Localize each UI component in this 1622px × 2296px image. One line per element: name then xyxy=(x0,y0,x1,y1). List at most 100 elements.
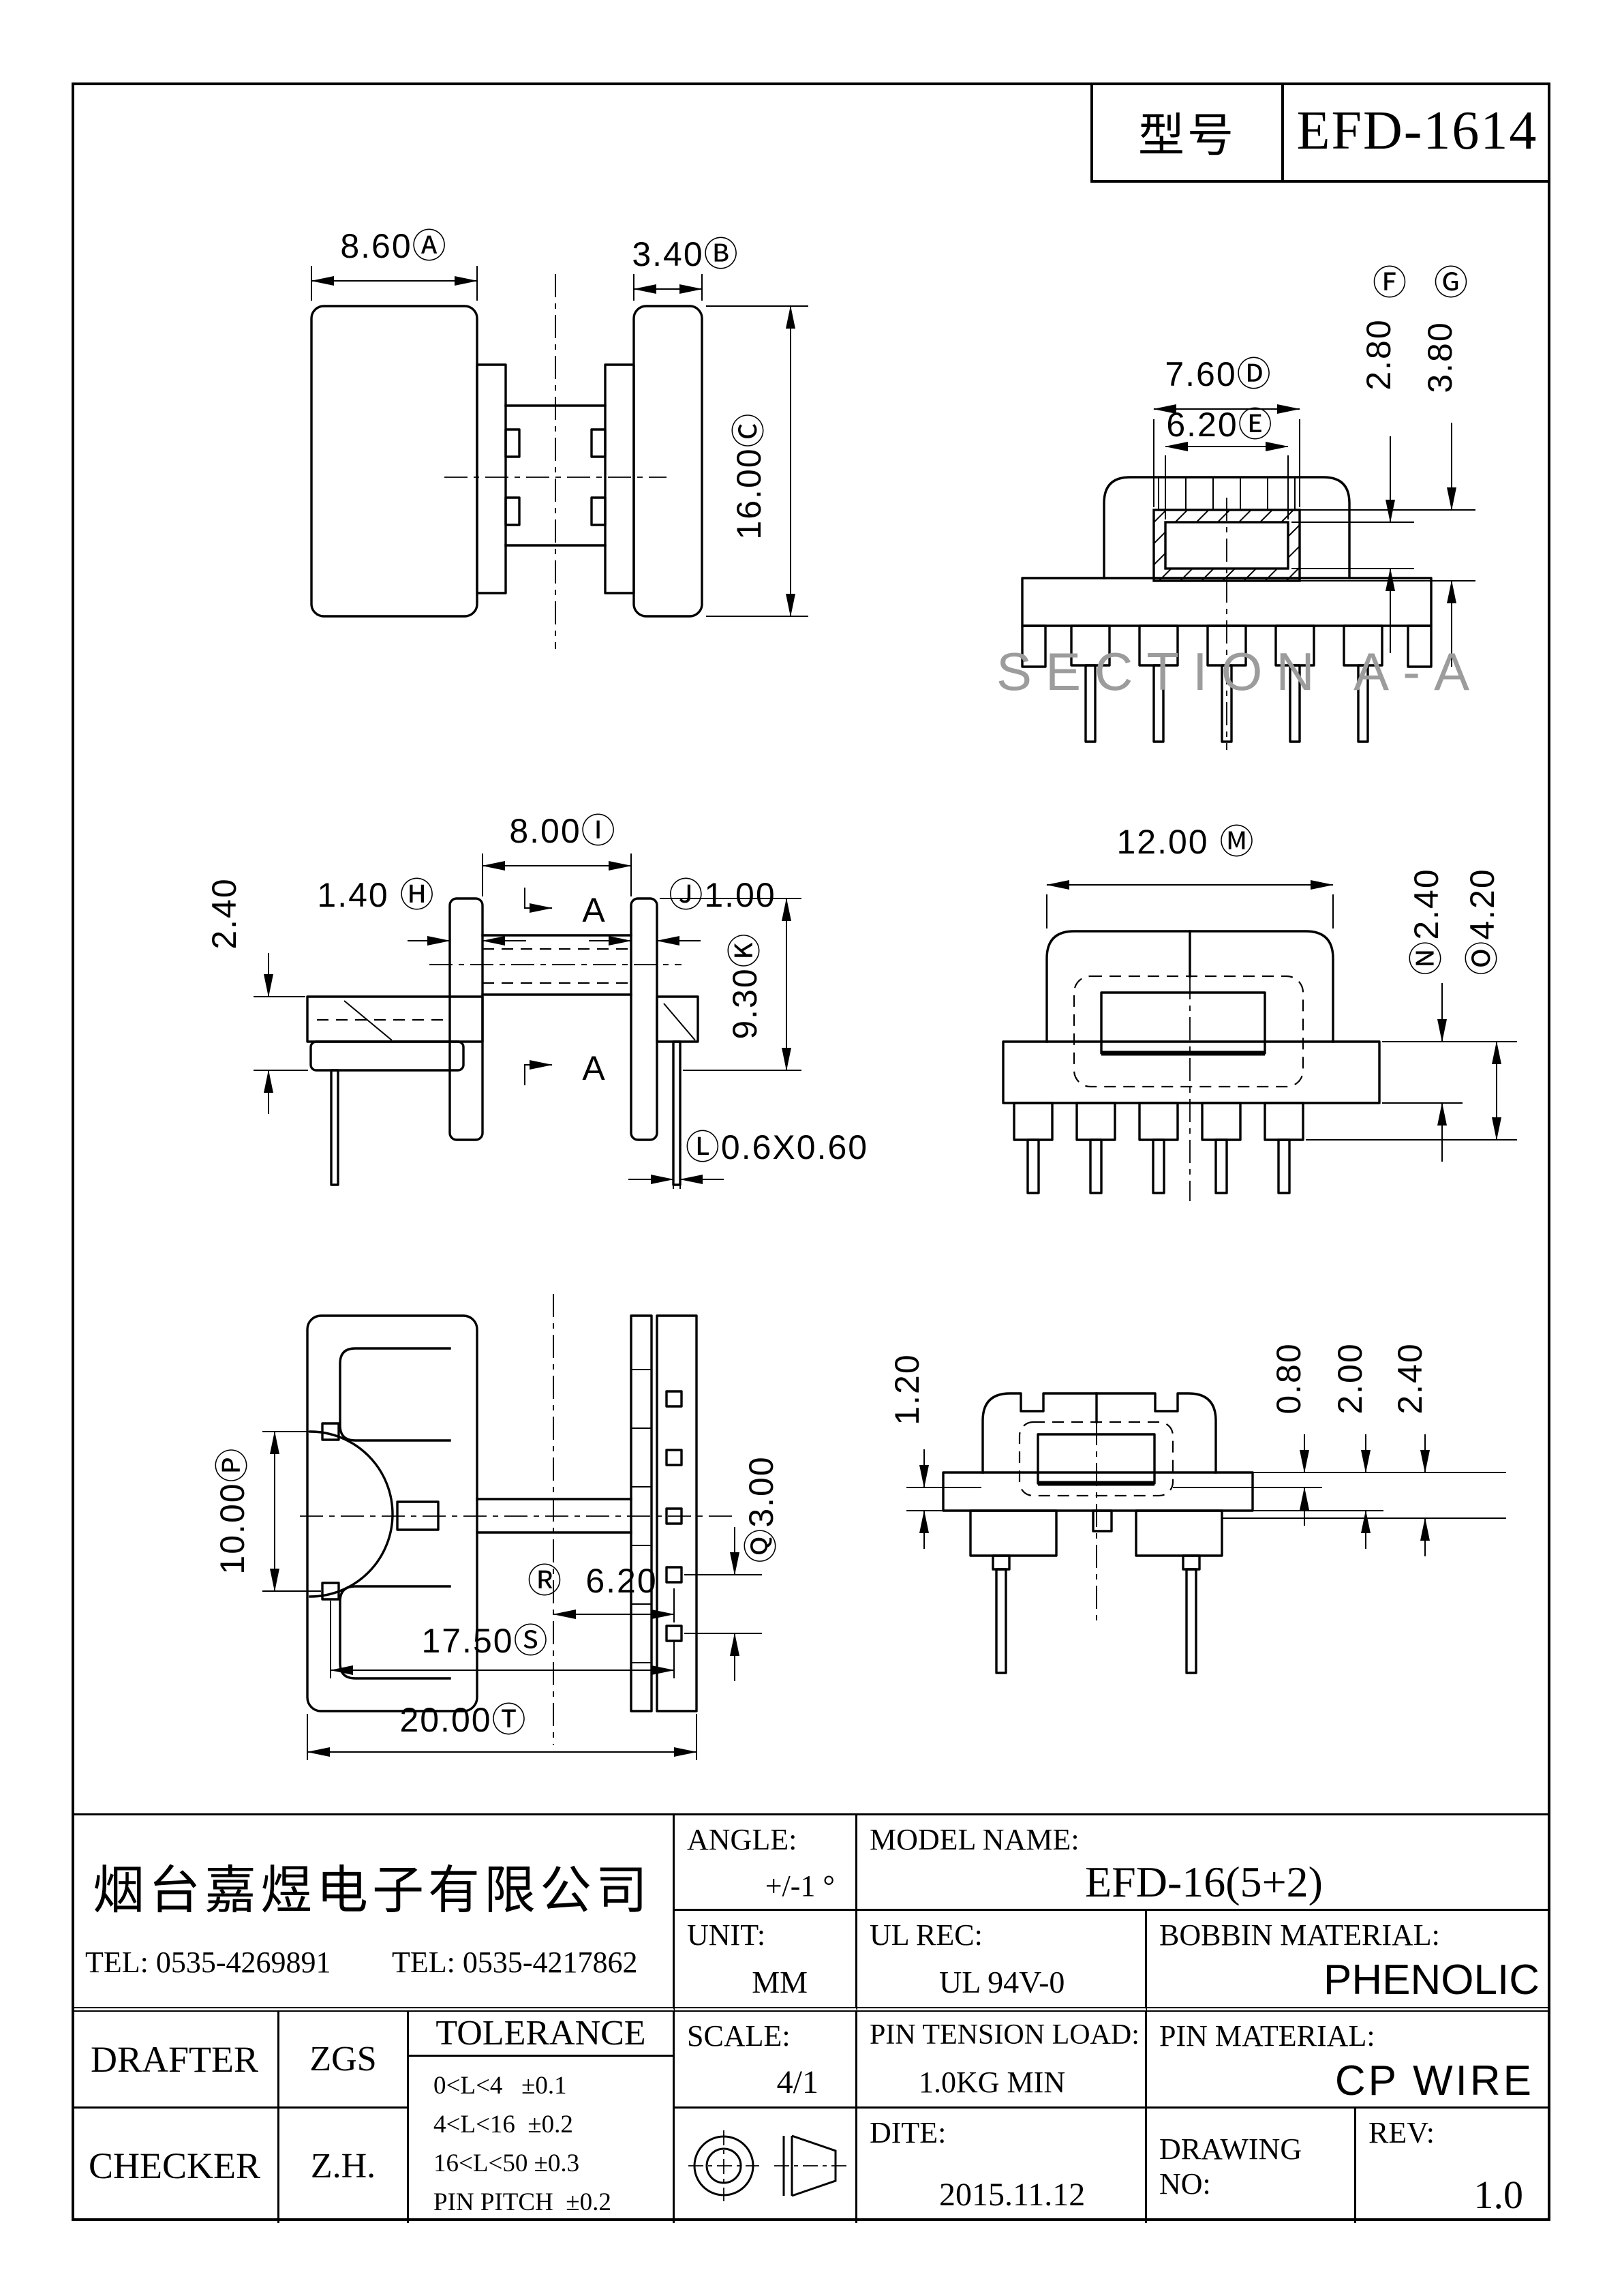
view-front: 12.00 Ⓜ Ⓝ2.40 Ⓞ4.20 xyxy=(1002,823,1517,1201)
date-cell: DITE: 2015.11.12 xyxy=(857,2109,1147,2223)
pin-material-label: PIN MATERIAL: xyxy=(1159,2019,1375,2053)
sheet-border xyxy=(72,82,1550,2221)
company-name: 烟台嘉煜电子有限公司 xyxy=(93,1862,652,1920)
projection-symbol-icon xyxy=(688,2130,846,2201)
dim-H: 1.40 Ⓗ xyxy=(317,876,435,914)
projection-symbol-cell xyxy=(675,2109,857,2223)
drawing-no-cell: DRAWING NO: xyxy=(1147,2109,1356,2223)
dim-F-value: 2.80 xyxy=(1360,318,1398,390)
view-front-section-cut: A A 8.00Ⓘ 1.40 Ⓗ Ⓙ1.00 2.40 xyxy=(205,812,868,1189)
unit-cell: UNIT: MM xyxy=(675,1911,857,2012)
tol-range-1: 4<L<16 xyxy=(433,2111,515,2139)
view-top: 10.00Ⓟ Ⓠ3.00 Ⓡ 6.20 17.50Ⓢ 20.00Ⓣ xyxy=(213,1294,780,1760)
dim-R-letter: Ⓡ xyxy=(527,1562,563,1600)
tolerance-row: 0<L<4 ±0.1 xyxy=(433,2066,673,2105)
dim-P: 10.00Ⓟ xyxy=(213,1447,251,1574)
dim-N: Ⓝ2.40 xyxy=(1407,868,1445,975)
dim-K: 9.30Ⓚ xyxy=(726,932,764,1039)
pin-tension-value: 1.0KG MIN xyxy=(919,2066,1066,2099)
title-block: 烟台嘉煜电子有限公司 TEL: 0535-4269891 TEL: 0535-4… xyxy=(72,1813,1550,2223)
drafter-value-cell: ZGS xyxy=(279,2012,409,2109)
tolerance-row: PIN PITCH ±0.2 xyxy=(433,2183,673,2222)
dim-G-value: 3.80 xyxy=(1421,321,1459,393)
tol-range-2: 16<L<50 xyxy=(433,2149,528,2177)
tolerance-row: 16<L<50 ±0.3 xyxy=(433,2144,673,2183)
dim-A: 8.60Ⓐ xyxy=(340,227,447,265)
dim-J: Ⓙ1.00 xyxy=(669,876,776,914)
angle-label: ANGLE: xyxy=(687,1823,797,1856)
dim-120: 1.20 xyxy=(888,1353,926,1425)
ul-rec-cell: UL REC: UL 94V-0 xyxy=(857,1911,1147,2012)
company-tel-2: TEL: 0535-4217862 xyxy=(392,1946,638,1979)
pin-material-value: CP WIRE xyxy=(1334,2057,1534,2104)
scale-cell: SCALE: 4/1 xyxy=(675,2012,857,2109)
view-front-bottom: 1.20 0.80 2.00 2.40 xyxy=(888,1342,1506,1674)
date-label: DITE: xyxy=(870,2116,947,2149)
model-name-cell: MODEL NAME: EFD-16(5+2) xyxy=(857,1815,1550,1911)
checker-cell: CHECKER xyxy=(72,2109,279,2223)
section-label: SECTION A-A xyxy=(996,641,1483,701)
dim-F-letter: Ⓕ xyxy=(1373,264,1408,302)
angle-cell: ANGLE: +/-1 ° xyxy=(675,1815,857,1911)
company-cell: 烟台嘉煜电子有限公司 TEL: 0535-4269891 TEL: 0535-4… xyxy=(72,1815,675,2012)
tolerance-title: TOLERANCE xyxy=(409,2012,673,2057)
model-name-label: MODEL NAME: xyxy=(870,1823,1080,1856)
dim-M: 12.00 Ⓜ xyxy=(1116,823,1255,861)
bobbin-material-cell: BOBBIN MATERIAL: PHENOLIC xyxy=(1147,1911,1550,2012)
view-side: 8.60Ⓐ 3.40Ⓑ 16.00Ⓒ xyxy=(310,227,808,649)
tol-val-1: ±0.2 xyxy=(527,2111,573,2139)
tol-val-0: ±0.1 xyxy=(521,2072,567,2100)
scale-label: SCALE: xyxy=(687,2019,791,2053)
rev-label: REV: xyxy=(1368,2116,1435,2149)
rev-value: 1.0 xyxy=(1473,2173,1524,2217)
tol-range-3: PIN PITCH xyxy=(433,2188,553,2216)
date-value: 2015.11.12 xyxy=(939,2177,1086,2213)
model-number-value: EFD-1614 xyxy=(1296,101,1538,161)
dim-S: 17.50Ⓢ xyxy=(421,1622,549,1660)
dim-L: Ⓛ0.6X0.60 xyxy=(686,1128,868,1166)
dim-I: 8.00Ⓘ xyxy=(509,812,616,850)
rev-cell: REV: 1.0 xyxy=(1356,2109,1550,2223)
dim-Q: Ⓠ3.00 xyxy=(742,1455,780,1562)
checker-value: Z.H. xyxy=(310,2146,376,2186)
checker-value-cell: Z.H. xyxy=(279,2109,409,2223)
pin-tension-cell: PIN TENSION LOAD: 1.0KG MIN xyxy=(857,2012,1147,2109)
ul-rec-value: UL 94V-0 xyxy=(939,1965,1065,1999)
checker-label: CHECKER xyxy=(88,2145,261,2186)
ul-rec-label: UL REC: xyxy=(870,1918,983,1952)
angle-value: +/-1 ° xyxy=(765,1869,835,1903)
tol-range-0: 0<L<4 xyxy=(433,2072,503,2100)
scale-value: 4/1 xyxy=(776,2064,818,2100)
dim-C: 16.00Ⓒ xyxy=(730,412,768,539)
bobbin-material-value: PHENOLIC xyxy=(1323,1957,1540,2004)
dim-E: 6.20Ⓔ xyxy=(1166,406,1273,444)
dim-O: Ⓞ4.20 xyxy=(1463,868,1501,975)
dim-G-letter: Ⓖ xyxy=(1434,264,1469,302)
drafter-value: ZGS xyxy=(309,2040,377,2079)
unit-value: MM xyxy=(752,1965,808,1999)
company-tel-1: TEL: 0535-4269891 xyxy=(85,1946,331,1979)
pin-material-cell: PIN MATERIAL: CP WIRE xyxy=(1147,2012,1550,2109)
pin-tension-label: PIN TENSION LOAD: xyxy=(870,2019,1139,2051)
model-number-label: 型号 xyxy=(1093,82,1284,180)
unit-label: UNIT: xyxy=(687,1918,766,1952)
drafter-cell: DRAFTER xyxy=(72,2012,279,2109)
dim-T: 20.00Ⓣ xyxy=(399,1701,527,1739)
tol-val-2: ±0.3 xyxy=(534,2149,580,2177)
dim-B: 3.40Ⓑ xyxy=(632,235,739,273)
tolerance-row: 4<L<16 ±0.2 xyxy=(433,2105,673,2144)
tolerance-cell: TOLERANCE 0<L<4 ±0.1 4<L<16 ±0.2 16<L<50… xyxy=(409,2012,675,2223)
view-section-aa: 7.60Ⓓ 6.20Ⓔ Ⓕ Ⓖ 2.80 3.80 SECTION A-A xyxy=(996,264,1483,750)
dim-200: 2.00 xyxy=(1331,1342,1369,1414)
dim-D: 7.60Ⓓ xyxy=(1165,355,1272,393)
dim-240-left: 2.40 xyxy=(205,877,243,949)
model-name-value: EFD-16(5+2) xyxy=(1085,1858,1323,1906)
tol-val-3: ±0.2 xyxy=(566,2188,611,2216)
dim-R-value: 6.20 xyxy=(585,1562,657,1600)
bobbin-material-label: BOBBIN MATERIAL: xyxy=(1159,1918,1440,1952)
drawing-no-label: DRAWING NO: xyxy=(1159,2132,1302,2201)
model-number-box: 型号 EFD-1614 xyxy=(1090,82,1550,183)
dim-240: 2.40 xyxy=(1391,1342,1429,1414)
